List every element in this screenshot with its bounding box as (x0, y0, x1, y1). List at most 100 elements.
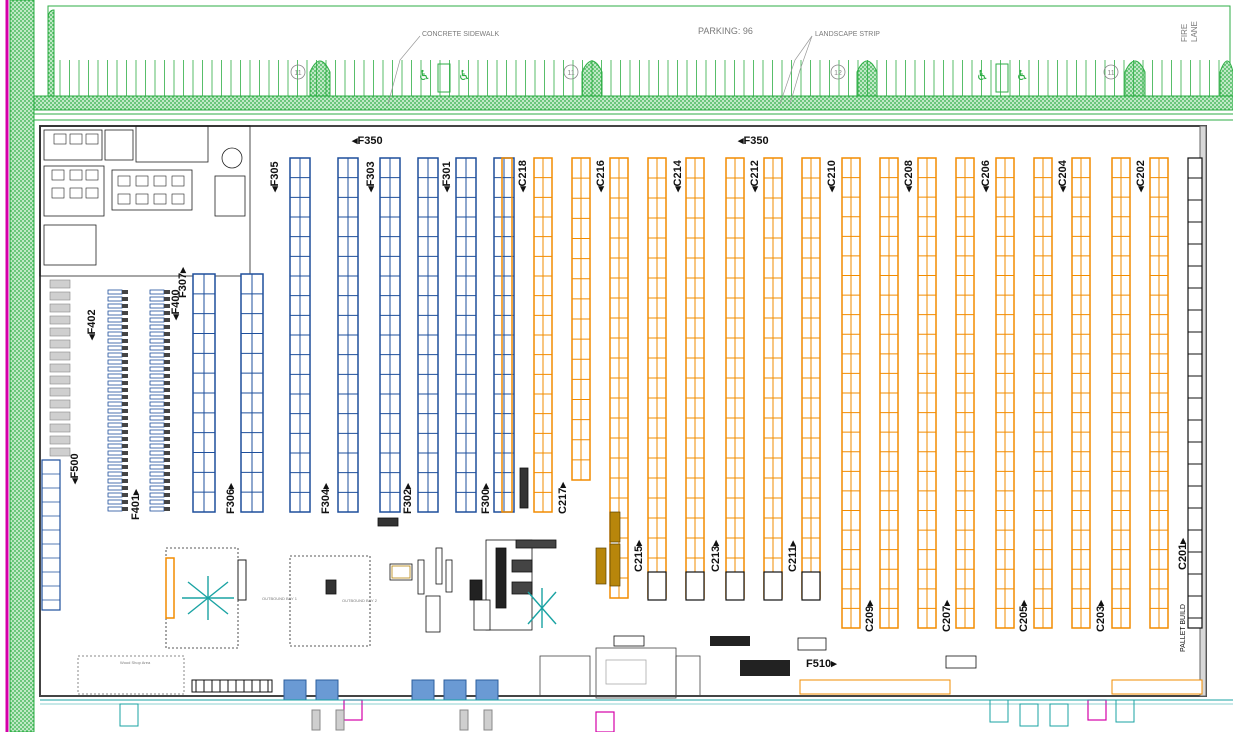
rack-shelf (107, 338, 123, 344)
staging-cart (49, 435, 71, 445)
area-label-c210: ◂C210 (825, 160, 838, 192)
rack-shelf (107, 436, 123, 442)
rack-shelf-end (122, 353, 128, 357)
rack-shelf-end (122, 479, 128, 483)
rack-shelf (107, 443, 123, 449)
rack-shelf (107, 366, 123, 372)
area-label-text: F350 (743, 135, 769, 147)
trailer-slot (1115, 699, 1135, 723)
rack-shelf (149, 429, 165, 435)
rack-shelf-end (122, 332, 128, 336)
pallet-build-label: PALLET BUILD (1180, 604, 1187, 652)
rack-shelf-end (122, 290, 128, 294)
trailer-slot (1049, 703, 1069, 727)
rack-shelf-end (164, 332, 170, 336)
area-label-text: F300 (480, 488, 492, 514)
area-label-c218: ◂C218 (516, 160, 529, 192)
rack-shelf (107, 457, 123, 463)
area-label-text: C211 (787, 546, 799, 572)
triangle-up-icon: ▸ (402, 483, 414, 489)
rack-shelf (149, 478, 165, 484)
triangle-down-icon: ◂ (86, 334, 98, 340)
forklift-icons (613, 635, 977, 669)
rack-shelf-end (122, 507, 128, 511)
rack-shelf (149, 310, 165, 316)
trailer-slot (1019, 703, 1039, 727)
area-label-c203: C203▸ (1094, 600, 1107, 632)
rack-shelf (107, 422, 123, 428)
rack-shelf-end (164, 416, 170, 420)
rack-shelf (107, 394, 123, 400)
area-label-text: F350 (357, 135, 383, 147)
rack-shelf (149, 345, 165, 351)
area-label-c209: C209▸ (863, 600, 876, 632)
rack-shelf (107, 331, 123, 337)
rack-shelf-end (122, 381, 128, 385)
outbound-bay-1-label: OUTBOUND BAY 1 (262, 596, 297, 601)
rack-shelf (149, 457, 165, 463)
yellow-pallets (595, 511, 621, 587)
office-desk (117, 175, 131, 187)
area-label-c212: ◂C212 (748, 160, 761, 192)
area-label-text: C210 (826, 160, 838, 187)
rack-f400-f402-group (107, 289, 170, 512)
area-label-text: C214 (672, 160, 684, 187)
area-label-f304: F304▸ (319, 483, 332, 514)
dock-doors (119, 679, 1135, 732)
triangle-down-icon: ◂ (365, 186, 377, 192)
rack-shelf-end (164, 444, 170, 448)
parking-count-4: 11 (1107, 70, 1114, 77)
rack-shelf-end (164, 367, 170, 371)
area-label-c207: C207▸ (940, 600, 953, 632)
office-desk (117, 193, 131, 205)
area-label-c208: ◂C208 (902, 160, 915, 192)
bollard-lane (311, 709, 321, 731)
triangle-down-icon: ◂ (69, 478, 81, 484)
rack-shelf-end (164, 381, 170, 385)
cart-slot (647, 571, 667, 601)
rack-shelf-end (164, 346, 170, 350)
staging-cart (49, 351, 71, 361)
triangle-up-icon: ▸ (787, 540, 799, 547)
triangle-up-icon: ▸ (710, 540, 722, 546)
office-desk (53, 133, 67, 145)
office-desk (85, 133, 99, 145)
shipping-racks-bottom (799, 679, 1203, 695)
triangle-down-icon: ◂ (980, 186, 992, 192)
rack-shelf (149, 436, 165, 442)
rack-shelf-end (164, 297, 170, 301)
wheelchair-icon: ♿ (418, 68, 431, 84)
rack-shelf (149, 415, 165, 421)
rack-shelf-end (122, 395, 128, 399)
rack-shelf (107, 415, 123, 421)
area-label-text: F303 (365, 161, 377, 187)
rack-shelf (149, 394, 165, 400)
area-label-text: C212 (749, 160, 761, 187)
rack-shelf (149, 317, 165, 323)
bollard-lane (335, 709, 345, 731)
area-label-text: C205 (1018, 605, 1030, 632)
area-label-text: F402 (86, 309, 98, 335)
rack-shelf-end (122, 346, 128, 350)
rack-shelf-end (164, 304, 170, 308)
rack-shelf (107, 345, 123, 351)
rack-shelf-end (164, 451, 170, 455)
area-label-c211: C211▸ (786, 541, 799, 572)
triangle-down-icon: ◂ (170, 314, 182, 320)
triangle-up-icon: ▸ (557, 482, 569, 488)
triangle-down-icon: ◂ (749, 186, 761, 192)
area-label-c205: C205▸ (1017, 600, 1030, 632)
east-wall-rack (1187, 157, 1203, 629)
landscape-north-strip (33, 95, 1233, 111)
dock-door (475, 679, 499, 701)
area-label-text: C203 (1095, 605, 1107, 632)
area-label-c213: C213▸ (709, 540, 722, 572)
triangle-left-icon: ◂ (352, 135, 358, 147)
bollard-lane (459, 709, 469, 731)
concrete-sidewalk-label: CONCRETE SIDEWALK (422, 31, 500, 38)
rack-shelf-end (164, 402, 170, 406)
area-label-f350-right: ◂F350 (738, 134, 769, 147)
landscape-west-strip (9, 0, 35, 732)
office-desk (153, 193, 167, 205)
staging-cart (49, 339, 71, 349)
